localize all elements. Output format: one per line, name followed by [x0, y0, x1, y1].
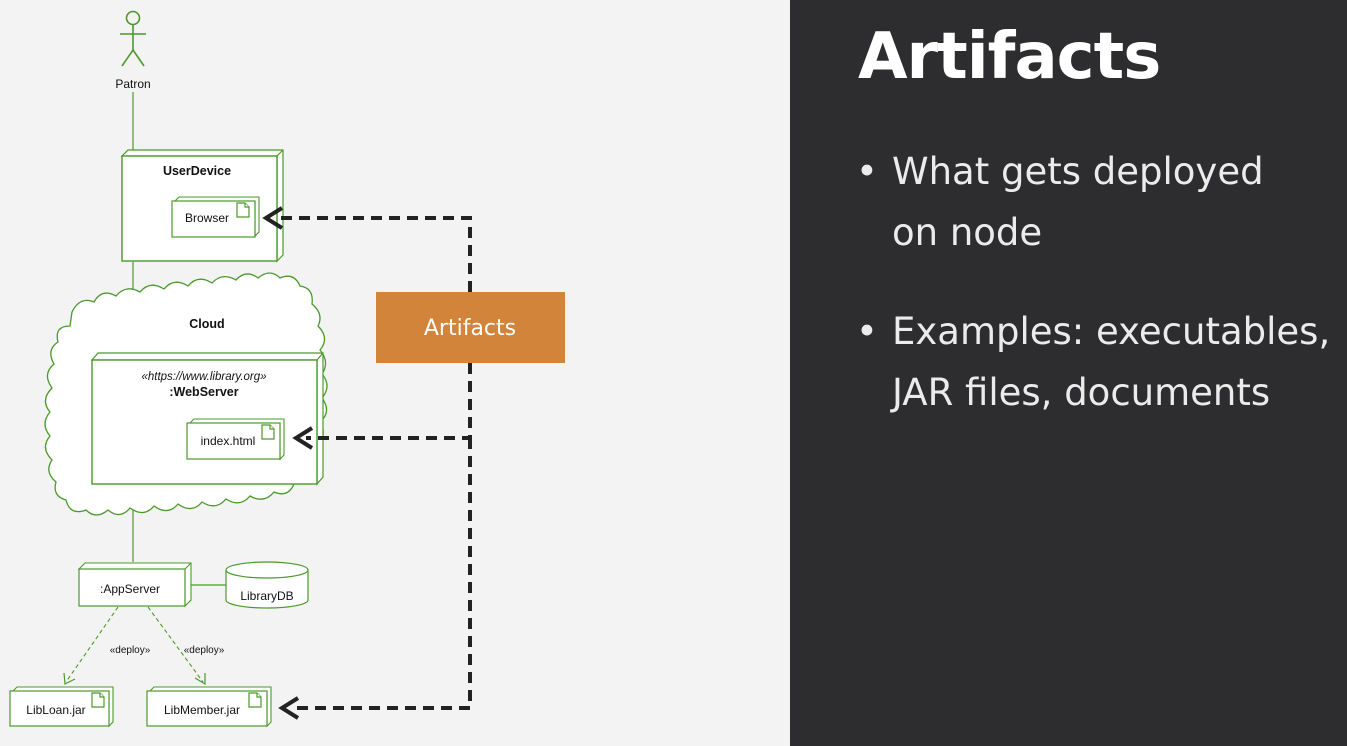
artifacts-callout-box — [376, 292, 565, 363]
libloan-artifact — [9, 686, 114, 728]
patron-actor-icon — [120, 10, 146, 67]
index-html-label: index.html — [201, 434, 256, 448]
document-icon — [261, 424, 275, 440]
deploy-label-left: «deploy» — [110, 645, 151, 656]
bullet-text-line: What gets deployed — [892, 150, 1264, 193]
document-icon — [91, 692, 105, 708]
webserver-stereotype: «https://www.library.org» — [141, 371, 266, 383]
actor-label: Patron — [115, 77, 150, 91]
deploy-arrow-right — [147, 606, 204, 683]
callout-arrow-index — [306, 363, 472, 440]
diagram-panel: Patron UserDevice Browser Cloud «https:/… — [0, 0, 790, 746]
slide-text-panel: Artifacts • What gets deployed on node •… — [790, 0, 1347, 746]
browser-label: Browser — [185, 211, 229, 225]
artifacts-callout-label: Artifacts — [424, 316, 516, 341]
deploy-label-right: «deploy» — [184, 645, 225, 656]
bullet-dot: • — [856, 310, 878, 353]
userdevice-title: UserDevice — [163, 164, 231, 178]
libloan-label: LibLoan.jar — [26, 703, 85, 717]
database-icon — [225, 561, 309, 609]
bullet-text-line: JAR files, documents — [892, 371, 1271, 414]
callout-arrow-browser — [276, 216, 472, 292]
callout-arrow-libmember — [294, 438, 472, 710]
appserver-label: :AppServer — [100, 582, 160, 596]
slide-title: Artifacts — [858, 20, 1161, 94]
browser-artifact — [171, 196, 260, 238]
database-label: LibraryDB — [240, 589, 293, 603]
bullet-dot: • — [856, 150, 878, 193]
bullet-text-line: Examples: executables, — [892, 310, 1331, 353]
libmember-label: LibMember.jar — [164, 703, 240, 717]
bullet-text-line: on node — [892, 211, 1043, 254]
appserver-node — [77, 562, 192, 608]
document-icon — [236, 202, 250, 218]
deploy-arrow-left — [65, 606, 119, 683]
libmember-artifact — [146, 686, 272, 728]
document-icon — [248, 692, 262, 708]
deployment-diagram: Patron UserDevice Browser Cloud «https:/… — [9, 10, 565, 728]
cloud-title: Cloud — [189, 317, 224, 331]
index-html-artifact — [186, 418, 285, 461]
webserver-title: :WebServer — [169, 385, 238, 399]
